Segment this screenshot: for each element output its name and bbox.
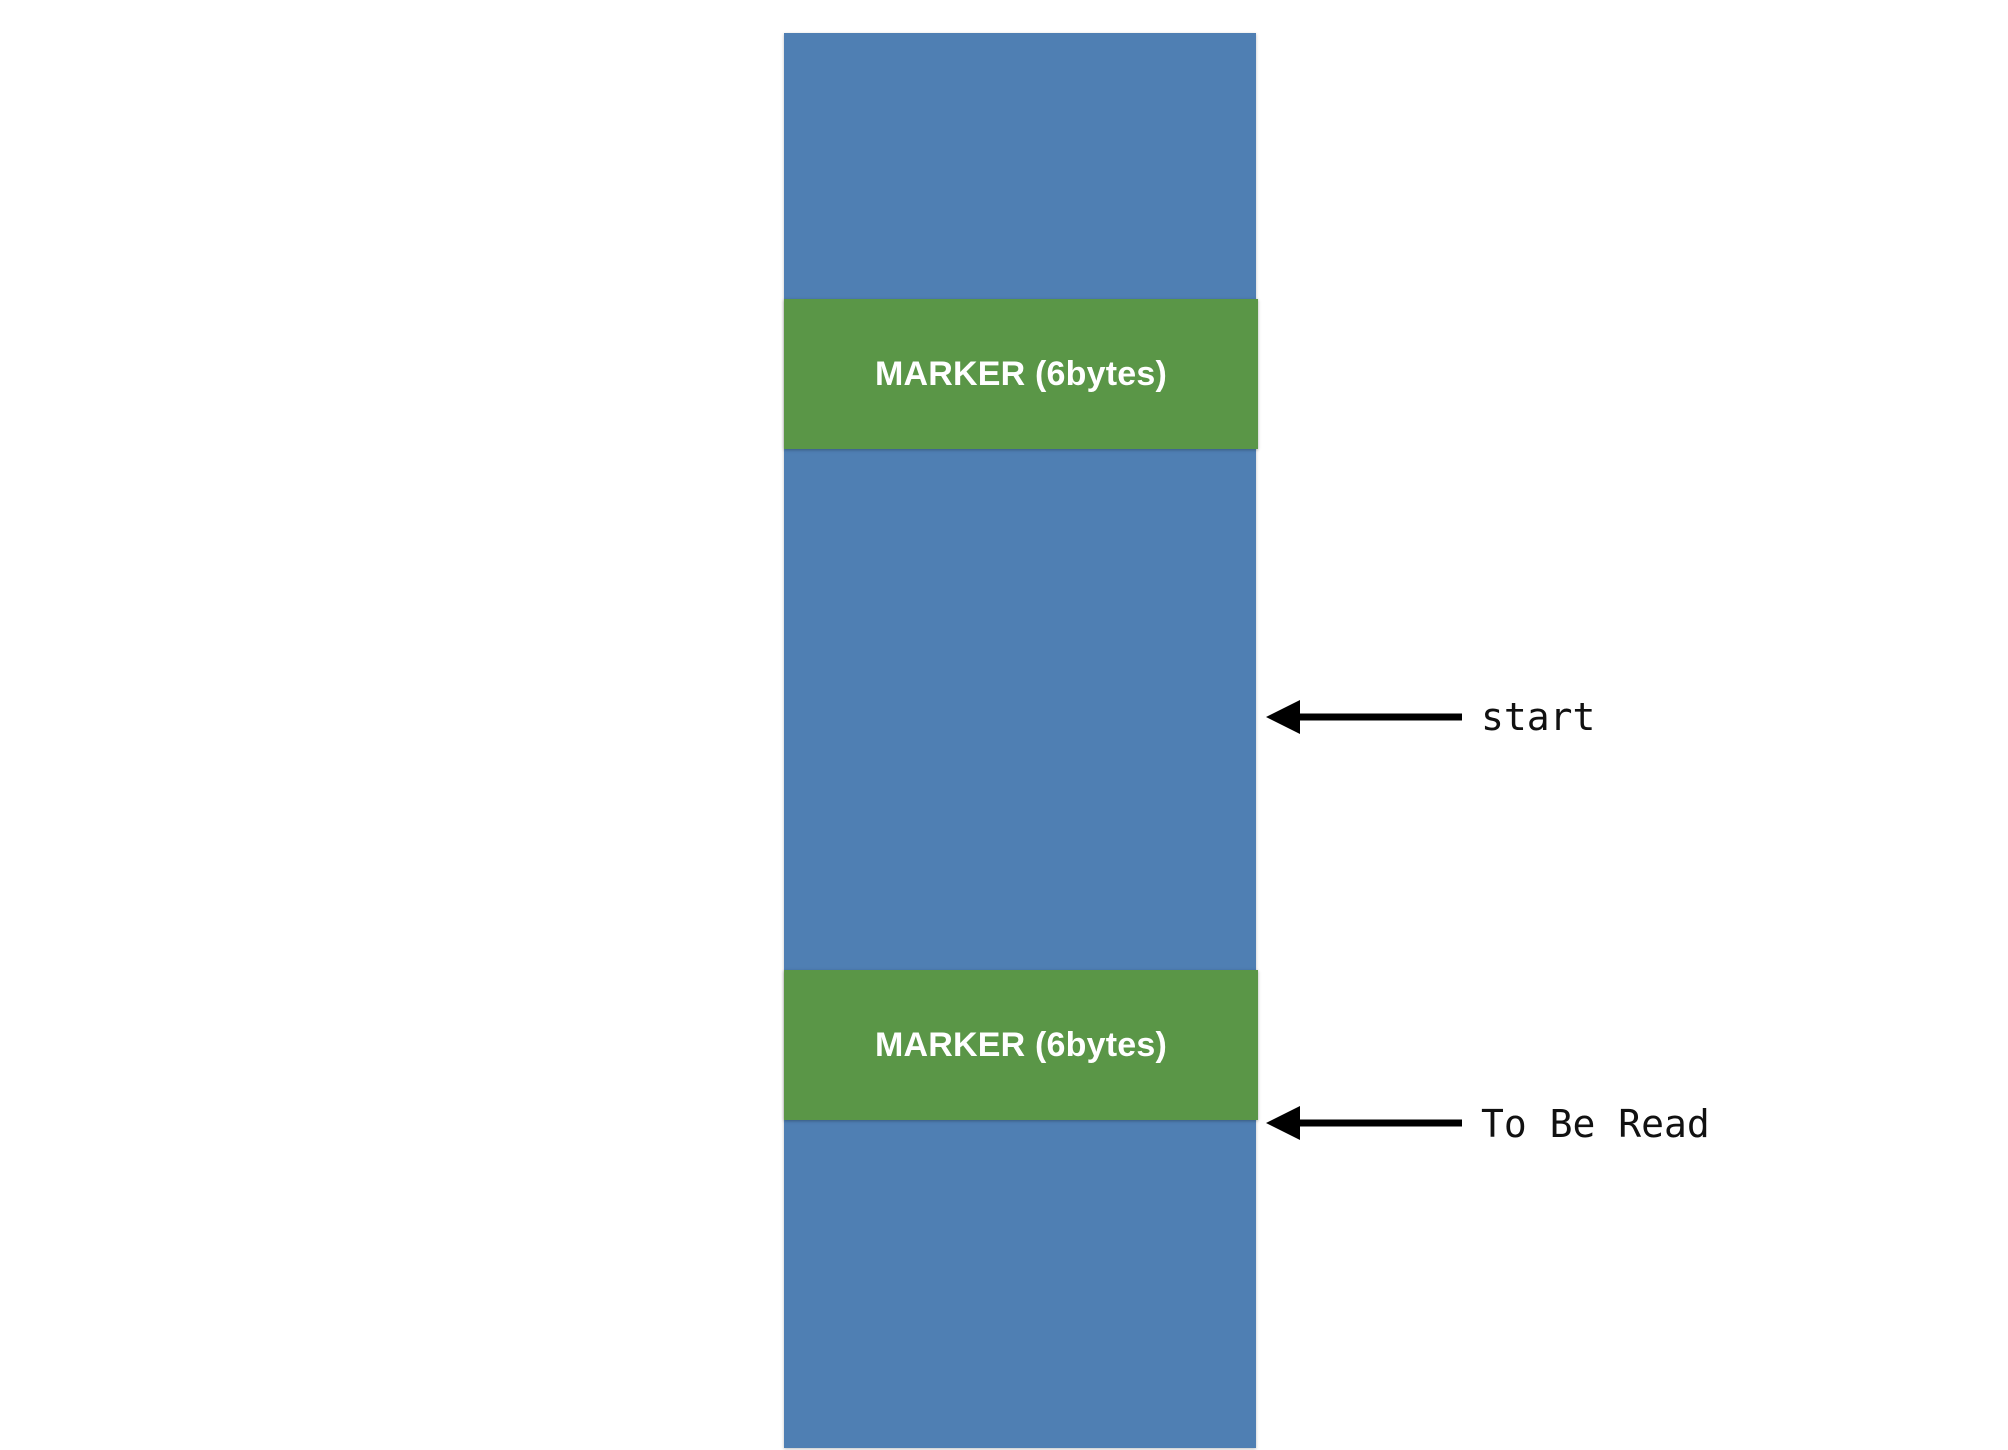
marker-label-2: MARKER (6bytes) [874,1025,1168,1064]
to-be-read-pointer-label: To Be Read [1481,1102,1710,1146]
to-be-read-arrow-icon [1266,1103,1466,1143]
marker-block-1: MARKER (6bytes) [784,299,1258,449]
marker-label-1: MARKER (6bytes) [874,354,1168,393]
marker-block-2: MARKER (6bytes) [784,970,1258,1120]
data-buffer [784,33,1256,1448]
start-pointer-label: start [1481,695,1596,739]
start-arrow-icon [1266,697,1466,737]
